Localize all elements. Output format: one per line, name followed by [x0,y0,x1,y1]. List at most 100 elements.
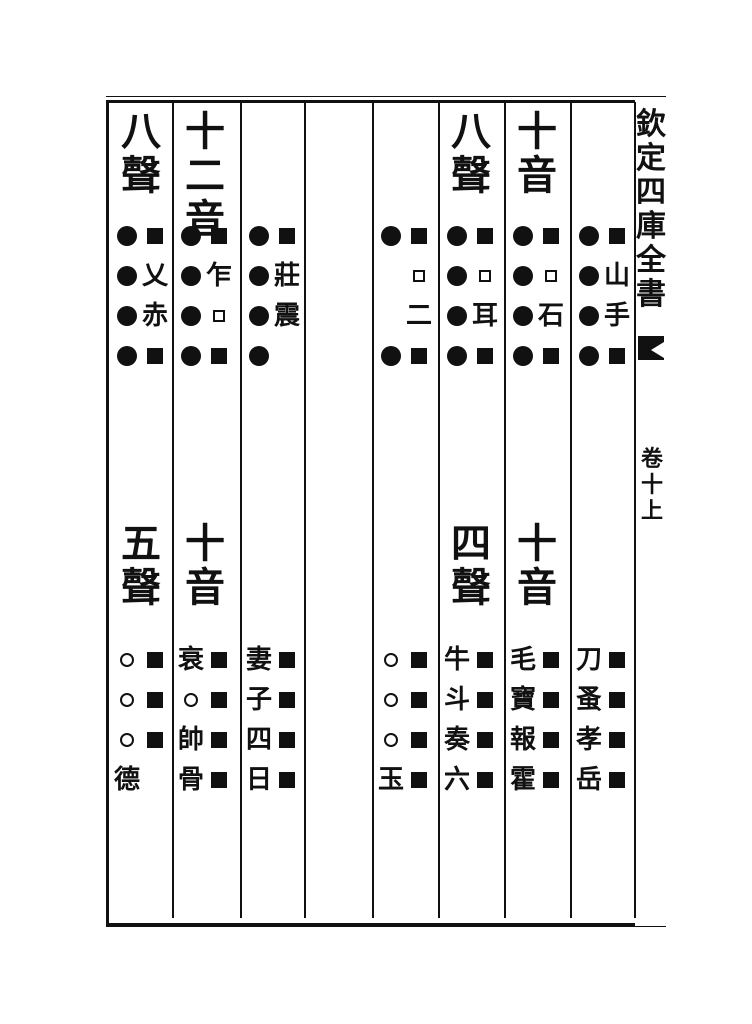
cell-char [377,646,405,674]
cell-char: 二 [405,301,432,331]
table-row: 蚤 [574,680,632,720]
table-row [112,720,170,760]
cell-char [177,686,205,714]
cell-marker [471,686,499,714]
table-row [244,216,302,256]
cell-char [205,342,233,370]
cell-marker [603,766,631,794]
cell-char: 手 [603,301,630,331]
table-row [508,216,566,256]
table-frame [106,100,635,926]
table-row [376,216,434,256]
table-row: 日 [244,760,302,800]
column-divider [438,102,440,918]
cell-char: 乍 [205,261,232,291]
table-row: 衰 [176,640,234,680]
cell-char [377,726,405,754]
cell-char: 妻 [245,645,272,675]
table-row [176,216,234,256]
book-title-char: 庫 [636,209,666,244]
table-row: 四 [244,720,302,760]
book-title-char: 全 [636,243,666,278]
table-row: 手 [574,296,632,336]
dot-marker [575,302,603,330]
column-title [376,522,434,640]
column-upper: 二 [374,110,436,376]
cell-marker [471,646,499,674]
table-row [508,256,566,296]
cell-char: 玉 [377,765,404,795]
dot-marker [113,222,141,250]
dot-marker [113,262,141,290]
cell-marker [405,686,433,714]
cell-marker [205,766,233,794]
table-row: 牛 [442,640,500,680]
table-row: 岳 [574,760,632,800]
cell-char: 莊 [273,261,300,291]
dot-marker [443,302,471,330]
book-title-char: 欽 [636,107,666,142]
table-row [112,336,170,376]
column-title: 五聲 [121,520,161,611]
book-title-char: 定 [636,141,666,176]
cell-char: 骨 [177,765,204,795]
cell-char [273,222,301,250]
cell-marker [537,646,565,674]
cell-char: 寶 [509,685,536,715]
table-row [442,256,500,296]
dot-marker [245,342,273,370]
cell-marker [205,726,233,754]
book-title: 欽定四庫全書 [636,107,666,312]
cell-char [603,222,631,250]
column-lower [306,522,368,640]
column-title: 十音 [517,108,557,199]
cell-char: 六 [443,765,470,795]
cell-char: 牛 [443,645,470,675]
table-row: 奏 [442,720,500,760]
cell-char: 山 [603,261,630,291]
cell-char: 毛 [509,645,536,675]
dot-marker [377,302,405,330]
dot-marker [245,222,273,250]
table-row: 乂 [112,256,170,296]
fishtail-mark-icon [638,336,664,360]
dot-marker [443,262,471,290]
dot-marker [377,222,405,250]
column-divider [634,102,636,918]
column-title [574,110,632,216]
table-row [176,296,234,336]
dot-marker [177,222,205,250]
table-row: 二 [376,296,434,336]
dot-marker [575,262,603,290]
column-title [308,110,366,216]
cell-marker [405,646,433,674]
table-row [176,680,234,720]
cell-char [113,686,141,714]
cell-char: 霍 [509,765,536,795]
table-row: 刀 [574,640,632,680]
column-title [244,110,302,216]
column-lower: 十音毛寶報霍 [506,522,568,800]
cell-char: 斗 [443,685,470,715]
dot-marker [509,342,537,370]
cell-marker [141,726,169,754]
volume-label: 卷十上 [640,446,664,524]
column-title: 十音 [185,520,225,611]
dot-marker [113,302,141,330]
cell-marker [537,686,565,714]
cell-char: 帥 [177,725,204,755]
cell-char [405,222,433,250]
cell-char: 子 [245,685,272,715]
table-row [376,680,434,720]
cell-marker [141,646,169,674]
table-row: 報 [508,720,566,760]
table-row: 毛 [508,640,566,680]
cell-marker [405,726,433,754]
column-title [244,522,302,640]
cell-char [377,686,405,714]
cell-marker [273,686,301,714]
volume-label-char: 十 [640,472,663,498]
dot-marker [377,342,405,370]
table-row [376,720,434,760]
table-row [112,216,170,256]
